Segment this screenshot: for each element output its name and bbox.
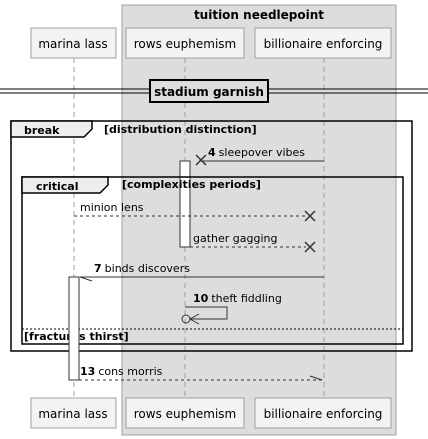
message-text: sleepover vibes	[219, 146, 306, 159]
participant-label: marina lass	[38, 407, 107, 421]
activation-bar	[68, 276, 80, 381]
message-text: cons morris	[98, 365, 162, 378]
message-minion-lens: minion lens	[74, 201, 316, 222]
message-text: gather gagging	[193, 232, 278, 245]
fragment-keyword: break	[24, 124, 60, 137]
message-number: 4	[208, 146, 216, 159]
box-group-title: tuition needlepoint	[194, 8, 324, 22]
message-text: theft fiddling	[211, 292, 282, 305]
message-number: 7	[94, 262, 102, 275]
participant-label: rows euphemism	[134, 37, 236, 51]
message-number: 13	[80, 365, 95, 378]
arrow-head-icon	[309, 375, 323, 381]
participant-billionaire-enforcing-bottom: billionaire enforcing	[254, 397, 392, 429]
divider-label: stadium garnish	[154, 85, 264, 99]
fragment-condition: [distribution distinction]	[104, 123, 257, 136]
participant-label: billionaire enforcing	[264, 407, 383, 421]
participant-rows-euphemism-bottom: rows euphemism	[125, 397, 245, 429]
message-text: minion lens	[80, 201, 144, 214]
message-number: 10	[193, 292, 209, 305]
fragment-break: break [distribution distinction]	[10, 120, 413, 352]
message-gather-gagging: gather gagging	[190, 232, 316, 253]
destroy-x-icon	[304, 241, 316, 253]
fragment-critical: critical [complexities periods] [fractur…	[21, 176, 404, 345]
message-text: binds discovers	[105, 262, 191, 275]
destroy-x-icon	[195, 154, 207, 166]
participant-marina-lass-top: marina lass	[30, 27, 117, 59]
participant-label: marina lass	[38, 37, 107, 51]
participant-label: rows euphemism	[134, 407, 236, 421]
activation-bar	[179, 160, 191, 248]
participant-rows-euphemism-top: rows euphemism	[125, 27, 245, 59]
participant-billionaire-enforcing-top: billionaire enforcing	[254, 27, 392, 59]
lost-circle-icon	[181, 314, 191, 324]
arrow-head-icon	[79, 276, 93, 282]
fragment-condition: [complexities periods]	[122, 178, 261, 191]
participant-marina-lass-bottom: marina lass	[30, 397, 117, 429]
fragment-keyword: critical	[36, 180, 78, 193]
destroy-x-icon	[304, 210, 316, 222]
box-group	[121, 4, 397, 436]
divider: stadium garnish	[0, 79, 428, 103]
participant-label: billionaire enforcing	[264, 37, 383, 51]
